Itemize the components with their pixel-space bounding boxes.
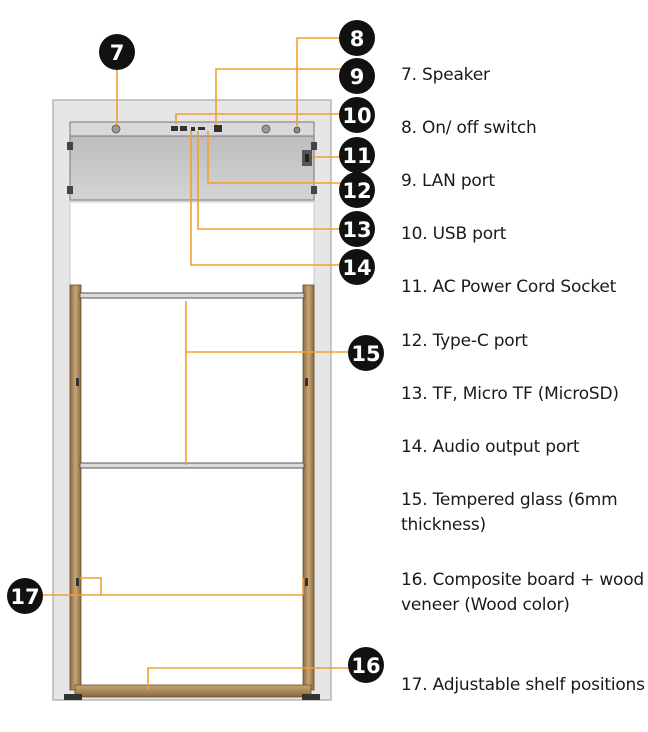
callout-number-8: 8 [350, 27, 365, 51]
power-switch-icon [293, 126, 301, 134]
top-panel [67, 121, 317, 201]
callout-number-12: 12 [342, 179, 371, 203]
audio-port-icon [191, 127, 195, 131]
legend-item-speaker: 7. Speaker [401, 65, 490, 85]
callout-badge-8 [339, 20, 375, 56]
callout-badge-16 [348, 647, 384, 683]
callout-number-10: 10 [342, 104, 371, 128]
speaker-right-icon [261, 124, 271, 134]
callout-number-11: 11 [342, 144, 371, 168]
callout-number-17: 17 [10, 585, 39, 609]
glass-shelves [79, 292, 305, 469]
legend-item-usb: 10. USB port [401, 224, 507, 244]
lan-port-icon [214, 125, 222, 132]
callout-number-13: 13 [342, 218, 371, 242]
usb-port-icon [171, 126, 178, 131]
callout-number-7: 7 [110, 41, 125, 65]
legend-item-board: 16. Composite board + wood veneer (Wood … [401, 570, 645, 615]
legend: 7. Speaker 8. On/ off switch 9. LAN port… [401, 0, 646, 732]
wood-frame [64, 284, 320, 700]
legend-item-power-socket: 11. AC Power Cord Socket [401, 277, 617, 297]
callout-number-14: 14 [342, 256, 371, 280]
tf-port-icon [198, 127, 205, 130]
callout-badge-12 [339, 172, 375, 208]
legend-item-glass: 15. Tempered glass (6mm thickness) [401, 490, 618, 535]
callout-number-15: 15 [351, 342, 380, 366]
callout-lines [40, 37, 357, 690]
legend-item-lan: 9. LAN port [401, 171, 495, 191]
callout-badge-14 [339, 249, 375, 285]
callout-badge-11 [339, 137, 375, 173]
callout-badge-10 [339, 97, 375, 133]
legend-item-shelf-positions: 17. Adjustable shelf positions [401, 675, 645, 695]
callout-badge-13 [339, 211, 375, 247]
speaker-left-icon [111, 124, 121, 134]
callout-number-16: 16 [351, 654, 380, 678]
usb-port-icon-2 [180, 126, 187, 131]
callout-badge-17 [7, 578, 43, 614]
legend-item-switch: 8. On/ off switch [401, 118, 537, 138]
callout-badge-15 [348, 335, 384, 371]
callout-badge-9 [339, 58, 375, 94]
callout-badges: 7 8 9 10 11 12 13 14 15 16 17 [7, 20, 384, 683]
legend-item-tf: 13. TF, Micro TF (MicroSD) [401, 384, 619, 404]
legend-item-type-c: 12. Type-C port [401, 331, 528, 351]
callout-badge-7 [99, 34, 135, 70]
callout-number-9: 9 [350, 65, 365, 89]
legend-item-audio: 14. Audio output port [401, 437, 580, 457]
